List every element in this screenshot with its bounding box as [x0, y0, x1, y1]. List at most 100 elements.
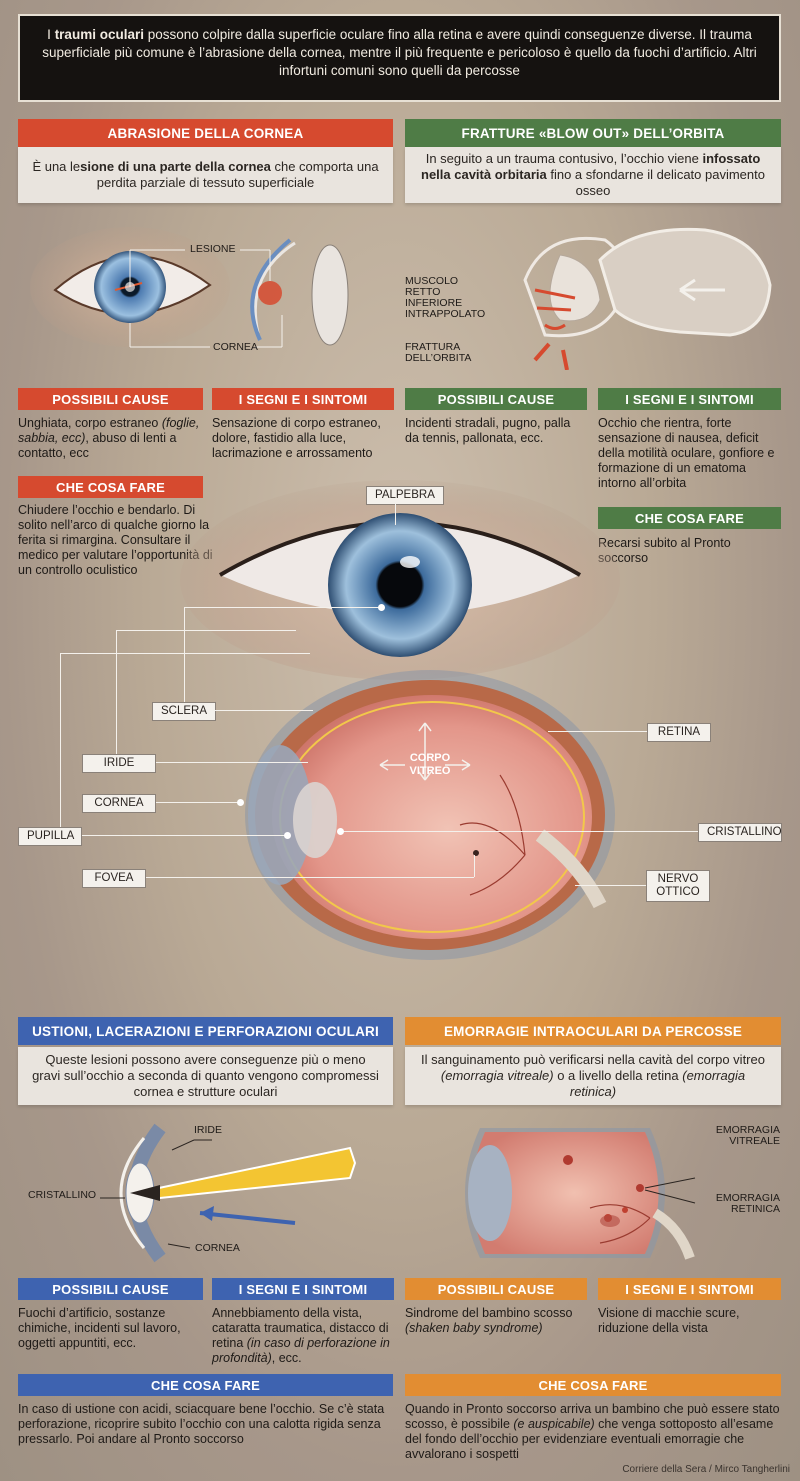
abrasione-todo-text: Chiudere l’occhio e bendarlo. Di solito … [18, 503, 213, 577]
abrasione-signs-title: I SEGNI E I SINTOMI [212, 388, 394, 410]
ustioni-signs-title: I SEGNI E I SINTOMI [212, 1278, 394, 1300]
leader-line [156, 762, 308, 763]
emorragie-desc-i1: (emorragia vitreale) [440, 1068, 554, 1083]
label-sclera: SCLERA [152, 702, 217, 721]
hemorrhage-illustration [465, 1128, 696, 1260]
emorragie-cause-text: Sindrome del bambino scosso (shaken baby… [405, 1306, 587, 1336]
label-lesione: LESIONE [190, 243, 236, 255]
arrow-left-icon [200, 1206, 214, 1221]
label-cristallino: CRISTALLINO [698, 823, 782, 842]
emorragie-todo-b: che venga sottoposto all’esame del fondo… [405, 1417, 774, 1461]
leader-line [156, 802, 241, 803]
abrasione-cause-italic: (foglie, sabbia, ecc) [18, 416, 200, 445]
leader-line [184, 607, 381, 608]
fratture-signs-title: I SEGNI E I SINTOMI [598, 388, 781, 410]
emorragie-cause-title: POSSIBILI CAUSE [405, 1278, 587, 1300]
hemorrhage-spot-icon [563, 1155, 573, 1165]
leader-line [116, 630, 117, 755]
label-cristallino-ustioni: CRISTALLINO [28, 1189, 97, 1201]
anchor-dot [237, 799, 244, 806]
fist-icon [598, 227, 772, 337]
emorragie-desc-a: Il sanguinamento può verificarsi nella c… [421, 1052, 765, 1067]
fratture-todo-text: Recarsi subito al Pronto soccorso [598, 536, 731, 565]
lesion-marker-icon [258, 281, 282, 305]
ustioni-signs-text: Annebbiamento della vista, cataratta tra… [212, 1306, 394, 1366]
optic-nerve-icon [535, 829, 607, 909]
emorragie-desc-i2: (emorragia retinica) [569, 1068, 746, 1099]
intro-bold: traumi oculari [54, 27, 144, 42]
label-nervo-ottico: NERVO OTTICO [646, 870, 710, 902]
ustioni-signs-b: , ecc. [271, 1351, 302, 1365]
abrasione-desc: È una lesione di una parte della cornea … [18, 147, 393, 203]
label-frattura: FRATTURA DELL’ORBITA [405, 341, 472, 364]
fratture-cause-text: Incidenti stradali, pugno, palla da tenn… [405, 416, 571, 445]
abrasione-cause-a: Unghiata, corpo estraneo [18, 416, 162, 430]
emorragie-signs-text: Visione di macchie scure, riduzione dell… [598, 1306, 740, 1335]
fratture-title: FRATTURE «BLOW OUT» DELL’ORBITA [405, 119, 781, 147]
ustioni-title: USTIONI, LACERAZIONI E PERFORAZIONI OCUL… [18, 1017, 393, 1045]
hemorrhage-spot-icon [636, 1184, 644, 1192]
hemorrhage-spot-icon [622, 1207, 628, 1213]
leader-line [82, 835, 287, 836]
abrasione-cause-b: , abuso di lenti a contatto, ecc [18, 431, 177, 460]
eye-cross-section [245, 670, 615, 960]
fratture-desc-a: In seguito a un trauma contusivo, l’occh… [425, 151, 703, 166]
abrasione-signs-text: Sensazione di corpo estraneo, dolore, fa… [212, 416, 381, 460]
label-palpebra: PALPEBRA [366, 486, 444, 505]
leader-line [208, 710, 313, 711]
abrasion-illustration [30, 227, 349, 348]
emorragie-desc: Il sanguinamento può verificarsi nella c… [405, 1047, 781, 1105]
emorragie-signs-title: I SEGNI E I SINTOMI [598, 1278, 781, 1300]
anchor-dot [337, 828, 344, 835]
ustioni-signs-a: Annebbiamento della vista, cataratta tra… [212, 1306, 389, 1350]
abrasione-cause-text: Unghiata, corpo estraneo (foglie, sabbia… [18, 416, 203, 461]
anchor-dot [284, 832, 291, 839]
ustioni-signs-italic: (in caso di perforazione in profondità) [212, 1336, 390, 1365]
intro-prefix: I [47, 27, 55, 42]
fratture-desc: In seguito a un trauma contusivo, l’occh… [405, 147, 781, 203]
leader-line [548, 731, 647, 732]
leader-line [146, 877, 474, 878]
fracture-illustration [523, 227, 772, 370]
abrasione-desc-a: È una le [32, 159, 81, 174]
label-emorragia-vitreale: EMORRAGIA VITREALE [715, 1124, 780, 1147]
label-iride-ustioni: IRIDE [194, 1124, 223, 1136]
emorragie-todo-a: Quando in Pronto soccorso arriva un bamb… [405, 1402, 780, 1431]
leader-line [60, 653, 310, 654]
leader-line [184, 607, 185, 709]
ustioni-cause-title: POSSIBILI CAUSE [18, 1278, 203, 1300]
close-up-eye [180, 480, 620, 680]
label-muscolo: MUSCOLO RETTO INFERIORE INTRAPPOLATO [405, 275, 486, 320]
anchor-dot [378, 604, 385, 611]
ustioni-todo-title: CHE COSA FARE [18, 1374, 393, 1396]
label-cornea-abrasione: CORNEA [213, 341, 258, 353]
intro-text: possono colpire dalla superficie oculare… [42, 27, 757, 78]
label-corpo-vitreo: CORPO VITREO [409, 752, 451, 777]
fratture-cause-title: POSSIBILI CAUSE [405, 388, 587, 410]
abrasione-desc-b: che comporta una perdita parziale di tes… [96, 159, 379, 190]
label-cornea: CORNEA [82, 794, 156, 813]
abrasione-title: ABRASIONE DELLA CORNEA [18, 119, 393, 147]
leader-line [575, 885, 646, 886]
fratture-desc-b: fino a sfondarne il delicato pavimento o… [546, 167, 765, 198]
emorragie-title: EMORRAGIE INTRAOCULARI DA PERCOSSE [405, 1017, 781, 1045]
emorragie-todo-italic: (e auspicabile) [513, 1417, 595, 1431]
leader-line [395, 503, 396, 525]
emorragie-todo-text: Quando in Pronto soccorso arriva un bamb… [405, 1402, 781, 1462]
fratture-signs-text: Occhio che rientra, forte sensazione di … [598, 416, 775, 490]
leader-line [116, 630, 296, 631]
leader-line [340, 831, 698, 832]
emorragie-cause-italic: (shaken baby syndrome) [405, 1321, 543, 1335]
abrasione-todo-title: CHE COSA FARE [18, 476, 203, 498]
emorragie-cause-a: Sindrome del bambino scosso [405, 1306, 573, 1320]
label-pupilla: PUPILLA [18, 827, 82, 846]
label-iride: IRIDE [82, 754, 156, 773]
label-retina: RETINA [647, 723, 711, 742]
ustioni-todo-text: In caso di ustione con acidi, sciacquare… [18, 1402, 385, 1446]
label-cornea-ustioni: CORNEA [195, 1242, 240, 1254]
intro-box: I traumi oculari possono colpire dalla s… [18, 14, 781, 102]
iris-icon [328, 513, 472, 657]
label-fovea: FOVEA [82, 869, 146, 888]
arrow-left-icon [679, 278, 696, 302]
abrasione-desc-bold: sione di una parte della cornea [80, 159, 271, 174]
